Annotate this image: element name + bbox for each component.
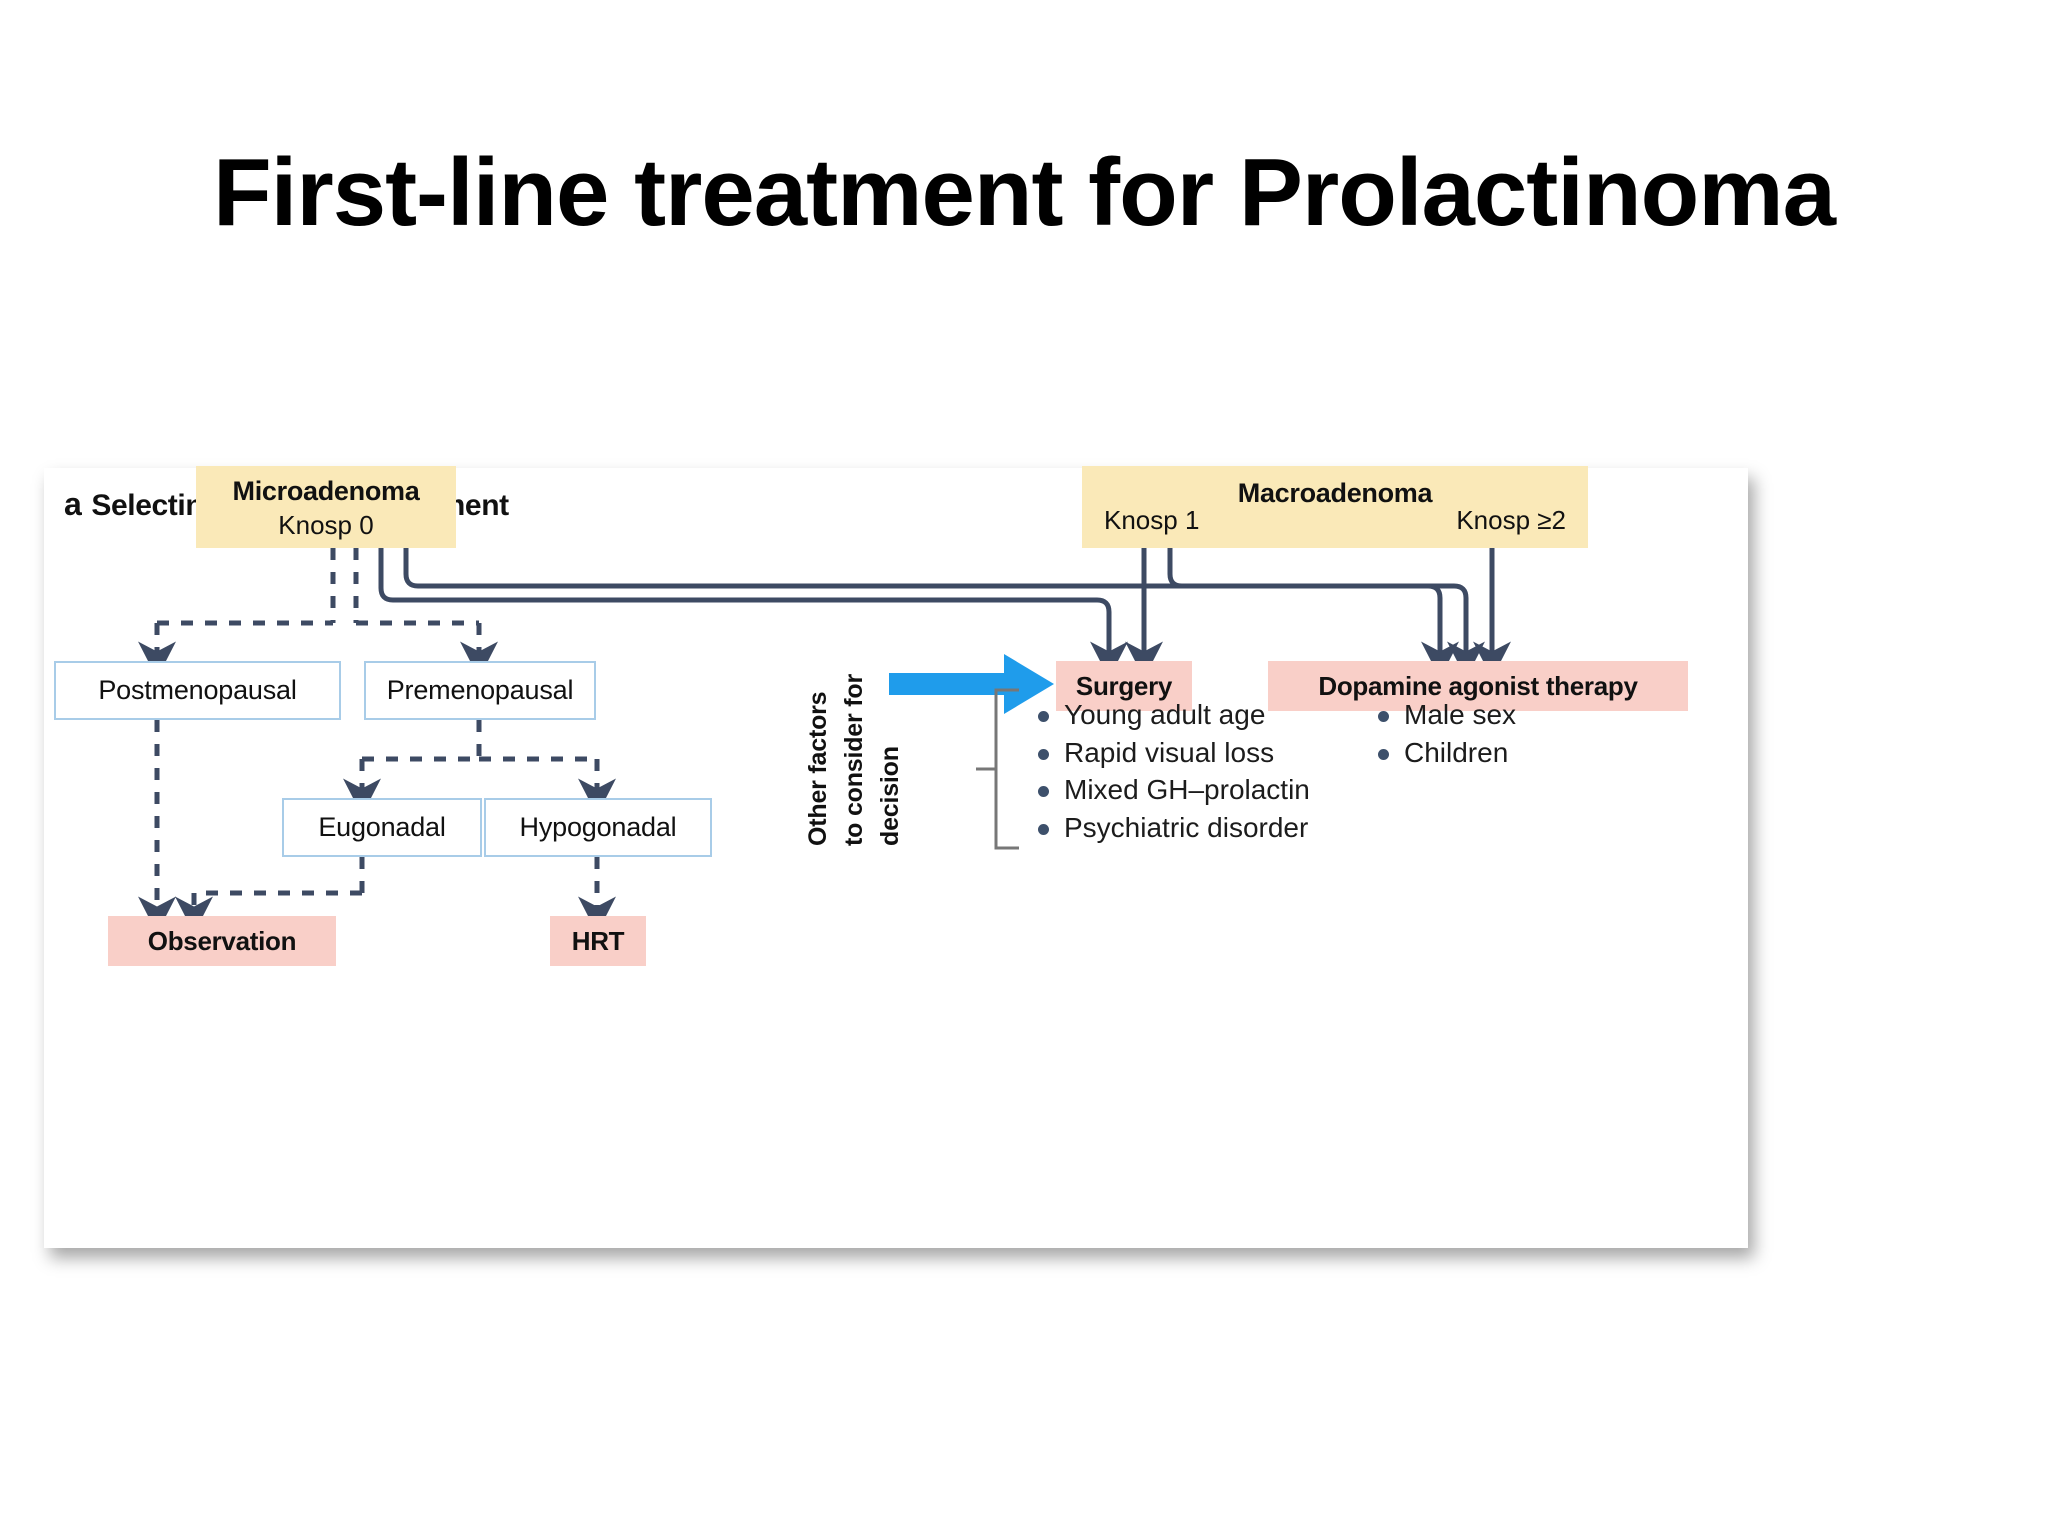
list-item: Young adult age <box>1034 696 1310 734</box>
page-title: First-line treatment for Prolactinoma <box>213 139 1836 246</box>
node-premenopausal[interactable]: Premenopausal <box>364 661 596 720</box>
surgery-factor-list: Young adult age Rapid visual loss Mixed … <box>1034 696 1310 846</box>
node-hrt[interactable]: HRT <box>550 916 646 966</box>
node-hypogonadal[interactable]: Hypogonadal <box>484 798 712 857</box>
node-surgery[interactable]: Surgery <box>1056 661 1192 711</box>
list-item: Children <box>1374 734 1516 772</box>
node-observation[interactable]: Observation <box>108 916 336 966</box>
node-macroadenoma[interactable]: Macroadenoma Knosp 1 Knosp ≥2 <box>1082 466 1588 548</box>
node-dopamine-agonist-therapy[interactable]: Dopamine agonist therapy <box>1268 661 1688 711</box>
other-factors-line-3: decision <box>876 746 904 846</box>
macroadenoma-title: Macroadenoma <box>1237 478 1433 508</box>
microadenoma-subtitle: Knosp 0 <box>278 509 374 540</box>
other-factors-line-2: to consider for <box>840 673 868 846</box>
node-postmenopausal[interactable]: Postmenopausal <box>54 661 341 720</box>
other-factors-label: Other factors to consider for decision <box>792 674 962 846</box>
microadenoma-title: Microadenoma <box>232 476 420 507</box>
list-item: Psychiatric disorder <box>1034 809 1310 847</box>
node-microadenoma[interactable]: Microadenoma Knosp 0 <box>196 466 456 548</box>
macroadenoma-knosp-right: Knosp ≥2 <box>1456 505 1566 535</box>
highlight-arrow <box>889 654 1054 714</box>
list-item: Mixed GH–prolactin <box>1034 771 1310 809</box>
macroadenoma-knosp-left: Knosp 1 <box>1104 505 1200 535</box>
node-eugonadal[interactable]: Eugonadal <box>282 798 482 857</box>
connector-lines <box>137 548 1511 934</box>
list-item: Male sex <box>1374 696 1516 734</box>
list-item: Rapid visual loss <box>1034 734 1310 772</box>
macroadenoma-knosp-row: Knosp 1 Knosp ≥2 <box>1082 505 1588 536</box>
panel-letter: a <box>64 486 82 522</box>
dopamine-agonist-factor-list: Male sex Children <box>1374 696 1516 771</box>
other-factors-line-1: Other factors <box>804 691 832 846</box>
